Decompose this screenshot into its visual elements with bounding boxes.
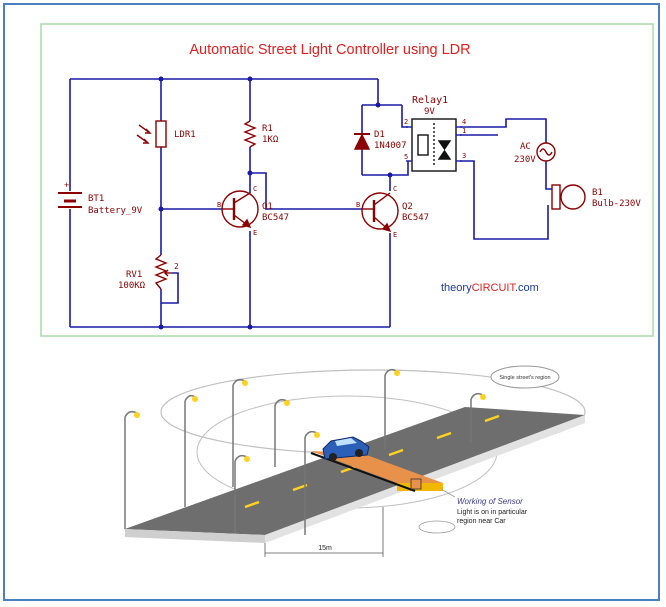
relay-pin-2: 2: [404, 118, 408, 126]
schematic-title: Automatic Street Light Controller using …: [189, 42, 470, 58]
wires: [69, 78, 554, 328]
q1-pin-base: B: [217, 201, 221, 209]
lamp-heads: [134, 370, 486, 462]
site-credit: theoryCIRCUIT.com: [441, 282, 539, 294]
r1-value: 1KΩ: [262, 135, 279, 145]
battery-symbol: +: [58, 180, 82, 208]
road-edge-front: [125, 529, 265, 543]
schematic-sheet: [40, 23, 654, 337]
note-leader: [440, 488, 456, 498]
street-lamps: [124, 368, 484, 535]
q2-pin-emitter: E: [393, 231, 397, 239]
relay-pin-4: 4: [462, 118, 466, 126]
relay-value: 9V: [424, 107, 435, 117]
relay-pin-leads: [406, 126, 462, 162]
bulb-symbol: [551, 184, 586, 210]
sensor-module: [410, 478, 422, 490]
sensor-cable: [310, 452, 416, 492]
rv1-pin: 2: [174, 262, 179, 271]
bt1-ref: BT1: [88, 194, 104, 204]
rv1-ref: RV1: [126, 270, 142, 280]
q2-symbol: [361, 192, 399, 233]
distance-label: 15m: [318, 545, 332, 552]
car-icon: [322, 436, 370, 461]
sensor-note-title: Working of Sensor: [457, 497, 523, 506]
relay-symbol: [411, 118, 457, 172]
d1-value: 1N4007: [374, 141, 407, 151]
q1-value: BC547: [262, 213, 289, 223]
sensor-strip: [311, 451, 443, 483]
d1-ref: D1: [374, 130, 385, 140]
relay-ref: Relay1: [412, 95, 448, 106]
junctions: [158, 76, 393, 330]
rv1-symbol: [154, 254, 172, 290]
ldr-ref: LDR1: [174, 130, 196, 140]
callout-label: Single street's region: [499, 375, 550, 381]
ldr-symbol: [136, 120, 167, 148]
ac-value: 230V: [514, 155, 536, 165]
ac-ref: AC: [520, 142, 531, 152]
q2-pin-base: B: [356, 201, 360, 209]
b1-value: Bulb-230V: [592, 199, 641, 209]
r1-symbol: [243, 120, 257, 148]
ground-marker: [418, 520, 456, 534]
q1-ref: Q1: [262, 202, 273, 212]
q1-pin-emitter: E: [253, 229, 257, 237]
sensor-note-line2: region near Car: [457, 518, 506, 525]
svg-text:+: +: [64, 180, 69, 190]
page-frame: Automatic Street Light Controller using …: [3, 3, 660, 601]
b1-ref: B1: [592, 188, 603, 198]
q2-ref: Q2: [402, 202, 413, 212]
circuit-schematic: Automatic Street Light Controller using …: [40, 23, 654, 337]
diode-symbol: [353, 133, 371, 150]
sensor-note-line1: Light is on in particular: [457, 509, 528, 516]
r1-ref: R1: [262, 124, 273, 134]
callout-bubble: [490, 365, 560, 389]
relay-pin-1: 1: [462, 127, 466, 135]
q1-symbol: [221, 190, 259, 229]
q2-pin-collector: C: [393, 185, 397, 193]
rv1-value: 100KΩ: [118, 281, 146, 291]
bt1-value: Battery_9V: [88, 206, 143, 216]
street-light-illustration: Single street's region: [124, 365, 586, 557]
ac-source-symbol: [536, 142, 556, 162]
q2-value: BC547: [402, 213, 429, 223]
relay-pin-5: 5: [404, 153, 408, 161]
road-surface: [125, 407, 585, 535]
relay-pin-3: 3: [462, 152, 466, 160]
q1-pin-collector: C: [253, 185, 257, 193]
